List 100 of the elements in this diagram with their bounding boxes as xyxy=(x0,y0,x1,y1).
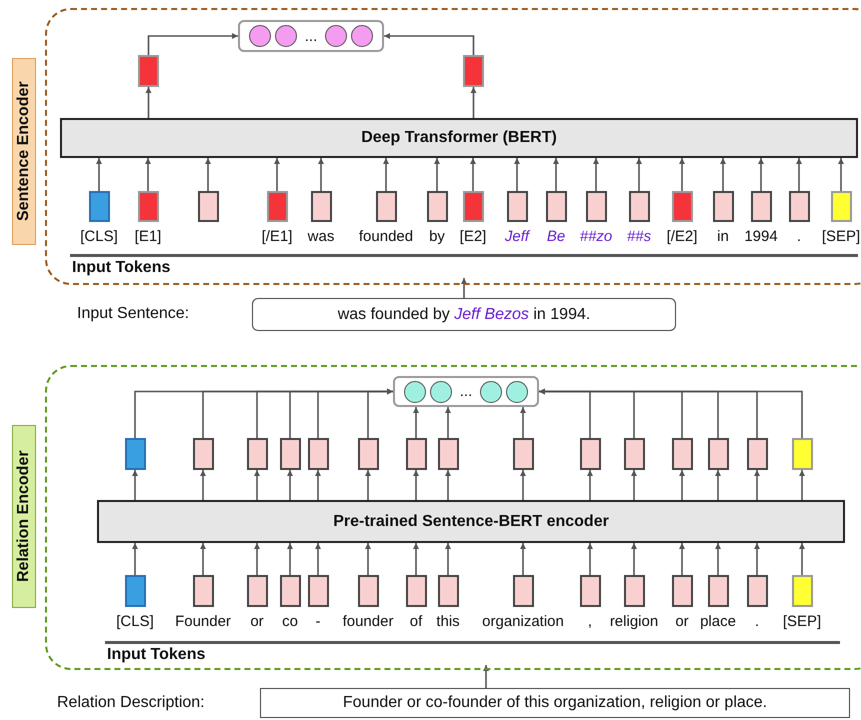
arrow xyxy=(96,158,102,191)
token-text: [SEP] xyxy=(782,613,822,631)
token-text: . xyxy=(796,228,802,246)
arrow xyxy=(254,470,260,500)
token-text: of xyxy=(410,613,422,631)
arrow xyxy=(413,407,419,438)
arrow xyxy=(318,158,324,191)
input-label: Input Sentence: xyxy=(77,304,190,324)
token-text: [CLS] xyxy=(116,613,154,631)
token-embedding-box xyxy=(580,438,600,470)
token-embedding-box xyxy=(358,575,378,607)
token-embedding-box xyxy=(310,191,332,222)
arrow xyxy=(483,665,489,688)
token-embedding-box xyxy=(308,575,328,607)
arrow xyxy=(553,158,559,191)
token-embedding-box xyxy=(624,575,644,607)
side-label: Sentence Encoder xyxy=(12,58,36,245)
token-embedding-box xyxy=(708,575,728,607)
arrow xyxy=(383,158,389,191)
token-embedding-box xyxy=(406,575,426,607)
arrow xyxy=(758,158,764,191)
token-text: was xyxy=(308,228,334,246)
arrow xyxy=(200,543,206,575)
token-text: , xyxy=(588,613,592,631)
token-text: this xyxy=(436,613,460,631)
arrow xyxy=(754,470,760,500)
token-text: [E2] xyxy=(460,228,486,246)
arrow xyxy=(148,33,238,55)
token-embedding-box xyxy=(628,191,650,222)
arrow xyxy=(146,87,152,118)
arrow xyxy=(520,407,526,438)
token-embedding-box xyxy=(426,191,448,222)
arrow xyxy=(636,158,642,191)
arrow xyxy=(679,158,685,191)
arrow xyxy=(754,543,760,575)
arrow xyxy=(132,543,138,575)
token-text: or xyxy=(250,613,264,631)
encoder-block: Deep Transformer (BERT) xyxy=(60,118,858,158)
token-embedding-box xyxy=(266,191,288,222)
token-embedding-box xyxy=(406,438,426,470)
arrow xyxy=(799,543,805,575)
arrow xyxy=(384,33,474,55)
token-embedding-box xyxy=(708,438,728,470)
token-text: founded xyxy=(358,228,414,246)
arrow xyxy=(715,470,721,500)
arrow xyxy=(287,470,293,500)
token-embedding-box xyxy=(792,438,812,470)
arrow xyxy=(413,543,419,575)
token-embedding-box xyxy=(580,575,600,607)
token-text: [/E1] xyxy=(262,228,292,246)
arrow xyxy=(539,388,803,438)
token-embedding-box xyxy=(280,575,300,607)
arrow xyxy=(445,543,451,575)
arrow xyxy=(461,278,467,298)
input-label: Relation Description: xyxy=(57,693,205,713)
token-embedding-box xyxy=(672,438,692,470)
token-embedding-box xyxy=(463,55,484,87)
token-text: place xyxy=(700,613,736,631)
token-text: ##zo xyxy=(580,228,612,246)
arrow xyxy=(434,158,440,191)
token-embedding-box xyxy=(376,191,396,222)
token-text: [E1] xyxy=(134,228,162,246)
baseline-label: Input Tokens xyxy=(105,641,840,665)
token-embedding-box xyxy=(308,438,328,470)
token-embedding-box xyxy=(506,191,528,222)
token-embedding-box xyxy=(746,575,768,607)
token-embedding-box xyxy=(462,191,484,222)
token-text: organization xyxy=(482,613,564,631)
embedding-output-box xyxy=(238,20,384,52)
token-embedding-box xyxy=(192,438,214,470)
token-embedding-box xyxy=(624,438,644,470)
arrow xyxy=(631,470,637,500)
arrow xyxy=(367,388,393,438)
token-text: [CLS] xyxy=(80,228,118,246)
token-embedding-box xyxy=(746,438,768,470)
token-embedding-box xyxy=(198,191,218,222)
token-embedding-box xyxy=(712,191,734,222)
arrow xyxy=(254,543,260,575)
ellipsis-text: ... xyxy=(304,28,318,44)
token-text: 1994 xyxy=(744,228,778,246)
token-text: [SEP] xyxy=(822,228,860,246)
arrow xyxy=(514,158,520,191)
arrow xyxy=(287,543,293,575)
token-embedding-box xyxy=(586,191,606,222)
token-text: . xyxy=(754,613,760,631)
arrow xyxy=(470,87,476,118)
token-embedding-box xyxy=(830,191,852,222)
token-embedding-box xyxy=(124,438,146,470)
token-embedding-box xyxy=(246,438,268,470)
token-text: Founder xyxy=(175,613,231,631)
baseline-label: Input Tokens xyxy=(70,254,858,278)
token-embedding-box xyxy=(192,575,214,607)
arrow xyxy=(715,543,721,575)
arrow xyxy=(799,470,805,500)
arrow xyxy=(631,543,637,575)
token-embedding-box xyxy=(788,191,810,222)
arrow xyxy=(679,470,685,500)
arrow xyxy=(593,158,599,191)
arrow xyxy=(132,470,138,500)
token-text: or xyxy=(675,613,689,631)
